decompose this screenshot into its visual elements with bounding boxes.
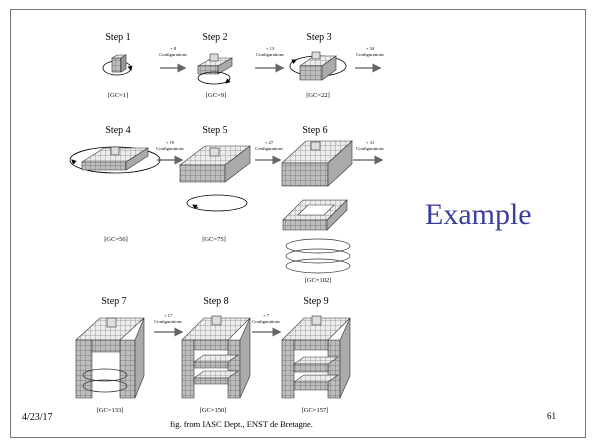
transition-2-3-unit: Configurations [256, 51, 284, 57]
transition-5-6-unit: Configurations [255, 145, 283, 151]
step-6-label: Step 6 [302, 125, 328, 136]
step-2-label: Step 2 [202, 32, 228, 43]
step-4-label: Step 4 [105, 125, 131, 136]
step-8-gc: [GC=150] [199, 407, 227, 414]
step-9-figure [281, 315, 351, 399]
step-6-gc: [GC=102] [304, 277, 332, 284]
step-3-label: Step 3 [306, 32, 332, 43]
transition-8-9-count: + 7 [262, 313, 270, 318]
step-7-figure [75, 317, 145, 399]
step-3-figure [289, 51, 347, 81]
step-7-label: Step 7 [101, 296, 127, 307]
figure-caption: fig. from IASC Dept., ENST de Bretagne. [170, 419, 313, 429]
step-4-gc: [GC=56] [104, 236, 128, 243]
step-9-label: Step 9 [303, 296, 329, 307]
transition-3-next-unit: Configurations [356, 51, 384, 57]
step-5-label: Step 5 [202, 125, 228, 136]
step-7-gc: [GC=133] [96, 407, 124, 414]
transition-4-5-unit: Configurations [156, 145, 184, 151]
step-2-gc: [GC=9] [205, 92, 227, 99]
transition-4-5-count: + 19 [165, 140, 175, 145]
step-6-figure [281, 140, 353, 274]
transition-2-3-count: + 13 [265, 46, 275, 51]
step-5-gc: [GC=75] [202, 236, 226, 243]
page-number: 61 [547, 411, 556, 421]
transition-7-8-count: + 17 [163, 313, 173, 318]
step-3-gc: [GC=22] [306, 92, 330, 99]
transition-arrows [154, 63, 384, 337]
transition-1-2-count: + 8 [169, 46, 177, 51]
slide-title: Example [425, 198, 532, 231]
transition-3-next-count: + 34 [365, 46, 375, 51]
slide-date: 4/23/17 [22, 412, 53, 423]
transition-8-9-unit: Configurations [252, 318, 280, 324]
transition-5-6-count: + 27 [264, 140, 274, 145]
transition-6-next-unit: Configurations [356, 145, 384, 151]
step-1-gc: [GC=1] [107, 92, 129, 99]
step-1-figure [102, 54, 133, 76]
step-8-label: Step 8 [203, 296, 229, 307]
transition-6-next-count: + 31 [365, 140, 375, 145]
step-5-figure [179, 145, 251, 212]
transition-7-8-unit: Configurations [154, 318, 182, 324]
step-4-figure [69, 146, 161, 174]
step-8-figure [181, 315, 251, 399]
step-1-label: Step 1 [105, 32, 131, 43]
step-2-figure [196, 53, 234, 85]
step-9-gc: [GC=157] [301, 407, 329, 414]
transition-1-2-unit: Configurations [159, 51, 187, 57]
